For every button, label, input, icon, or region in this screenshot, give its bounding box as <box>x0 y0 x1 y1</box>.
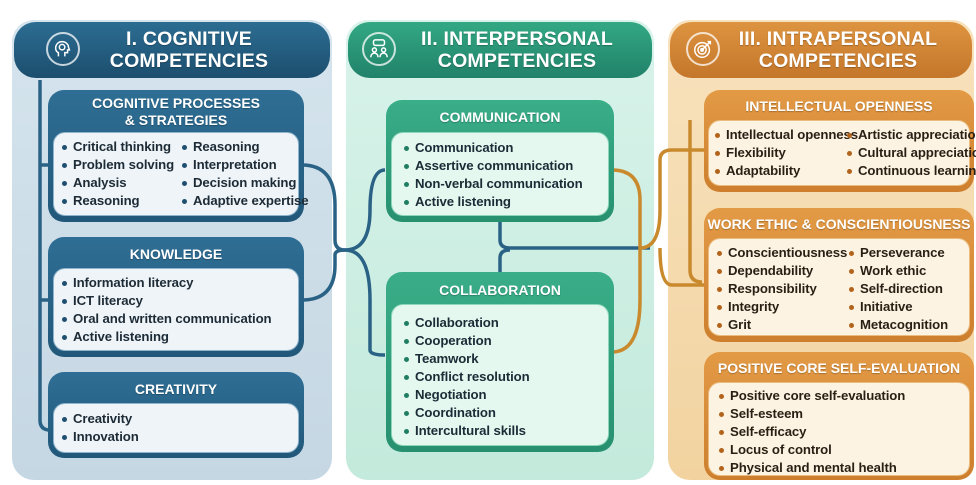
list-item: Innovation <box>62 428 139 446</box>
creativity-section: CREATIVITY Creativity Innovation <box>48 372 304 458</box>
positive-core-self-evaluation-section: POSITIVE CORE SELF-EVALUATION Positive c… <box>704 352 974 480</box>
section-list-panel: Intellectual openness Flexibility Adapta… <box>708 120 976 186</box>
list-item: Active listening <box>404 193 583 211</box>
intrapersonal-banner: III. INTRAPERSONAL COMPETENCIES <box>670 22 972 78</box>
interpersonal-title: II. INTERPERSONAL COMPETENCIES <box>421 28 613 72</box>
section-title: POSITIVE CORE SELF-EVALUATION <box>717 360 961 376</box>
list-item: Self-direction <box>849 280 948 298</box>
item-list-left: Conscientiousness Dependability Responsi… <box>717 244 847 334</box>
item-list-right: Reasoning Interpretation Decision making… <box>182 138 309 210</box>
list-item: Flexibility <box>715 144 858 162</box>
section-title: CREATIVITY <box>134 381 218 397</box>
list-item: Critical thinking <box>62 138 174 156</box>
list-item: Intellectual openness <box>715 126 858 144</box>
list-item: Self-esteem <box>719 405 905 423</box>
item-list: Positive core self-evaluation Self-estee… <box>719 387 905 477</box>
list-item: ICT literacy <box>62 292 272 310</box>
list-item: Adaptability <box>715 162 858 180</box>
section-title: COLLABORATION <box>439 282 561 298</box>
list-item: Teamwork <box>404 350 530 368</box>
section-list-panel: Conscientiousness Dependability Responsi… <box>708 238 970 336</box>
item-list: Communication Assertive communication No… <box>404 139 583 211</box>
list-item: Problem solving <box>62 156 174 174</box>
list-item: Metacognition <box>849 316 948 334</box>
list-item: Interpretation <box>182 156 308 174</box>
list-item: Conscientiousness <box>717 244 847 262</box>
list-item: Non-verbal communication <box>404 175 583 193</box>
cognitive-to-collaboration-line <box>301 248 386 357</box>
list-item: Continuous learning <box>847 162 976 180</box>
list-item: Adaptive expertise <box>182 192 309 210</box>
list-item: Initiative <box>849 298 948 316</box>
list-item: Dependability <box>717 262 847 280</box>
list-item: Assertive communication <box>404 157 583 175</box>
cognitive-banner: I. COGNITIVE COMPETENCIES <box>14 22 330 78</box>
section-list-panel: Creativity Innovation <box>53 403 299 453</box>
list-item: Coordination <box>404 404 530 422</box>
cognitive-processes-section: COGNITIVE PROCESSES & STRATEGIES Critica… <box>48 90 309 222</box>
cognitive-title: I. COGNITIVE COMPETENCIES <box>109 28 269 72</box>
section-title: KNOWLEDGE <box>129 246 223 262</box>
section-list-panel: Communication Assertive communication No… <box>391 132 609 216</box>
list-item: Positive core self-evaluation <box>719 387 905 405</box>
list-item: Physical and mental health <box>719 459 905 477</box>
section-title: INTELLECTUAL OPENNESS <box>745 98 933 114</box>
list-item: Conflict resolution <box>404 368 530 386</box>
section-title: WORK ETHIC & CONSCIENTIOUSNESS <box>707 216 971 232</box>
work-ethic-section: WORK ETHIC & CONSCIENTIOUSNESS Conscient… <box>704 208 974 342</box>
section-list-panel: Information literacy ICT literacy Oral a… <box>53 268 299 351</box>
intrapersonal-spine-line <box>688 120 703 284</box>
item-list-left: Intellectual openness Flexibility Adapta… <box>715 126 858 180</box>
list-item: Grit <box>717 316 847 334</box>
item-list-left: Critical thinking Problem solving Analys… <box>62 138 174 210</box>
list-item: Cooperation <box>404 332 530 350</box>
item-list: Creativity Innovation <box>62 410 139 446</box>
item-list-right: Perseverance Work ethic Self-direction I… <box>849 244 948 334</box>
list-item: Communication <box>404 139 583 157</box>
list-item: Responsibility <box>717 280 847 298</box>
list-item: Oral and written communication <box>62 310 272 328</box>
list-item: Perseverance <box>849 244 948 262</box>
list-item: Reasoning <box>62 192 174 210</box>
list-item: Collaboration <box>404 314 530 332</box>
list-item: Active listening <box>62 328 272 346</box>
list-item: Cultural appreciation <box>847 144 976 162</box>
list-item: Negotiation <box>404 386 530 404</box>
item-list: Collaboration Cooperation Teamwork Confl… <box>404 314 530 440</box>
knowledge-section: KNOWLEDGE Information literacy ICT liter… <box>48 237 304 357</box>
list-item: Analysis <box>62 174 174 192</box>
section-list-panel: Collaboration Cooperation Teamwork Confl… <box>391 304 609 446</box>
list-item: Integrity <box>717 298 847 316</box>
section-list-panel: Critical thinking Problem solving Analys… <box>53 132 309 216</box>
intellectual-openness-section: INTELLECTUAL OPENNESS Intellectual openn… <box>704 90 976 192</box>
section-title: COGNITIVE PROCESSES & STRATEGIES <box>91 95 261 128</box>
list-item: Self-efficacy <box>719 423 905 441</box>
list-item: Reasoning <box>182 138 308 156</box>
list-item: Intercultural skills <box>404 422 530 440</box>
target-icon <box>686 32 720 66</box>
intrapersonal-title: III. INTRAPERSONAL COMPETENCIES <box>738 28 938 72</box>
communication-section: COMMUNICATION Communication Assertive co… <box>386 100 614 222</box>
section-list-panel: Positive core self-evaluation Self-estee… <box>708 382 970 476</box>
item-list-right: Artistic appreciation Cultural appreciat… <box>847 126 976 180</box>
list-item: Information literacy <box>62 274 272 292</box>
brain-head-icon <box>46 32 80 66</box>
item-list: Information literacy ICT literacy Oral a… <box>62 274 272 346</box>
section-title: COMMUNICATION <box>439 109 561 125</box>
list-item: Decision making <box>182 174 308 192</box>
list-item: Creativity <box>62 410 139 428</box>
cognitive-to-communication-line <box>301 163 386 252</box>
list-item: Locus of control <box>719 441 905 459</box>
list-item: Work ethic <box>849 262 948 280</box>
list-item: Artistic appreciation <box>847 126 976 144</box>
people-chat-icon <box>362 32 396 66</box>
communication-to-intrapersonal-line <box>611 168 642 354</box>
collaboration-section: COLLABORATION Collaboration Cooperation … <box>386 272 614 452</box>
interpersonal-banner: II. INTERPERSONAL COMPETENCIES <box>348 22 652 78</box>
